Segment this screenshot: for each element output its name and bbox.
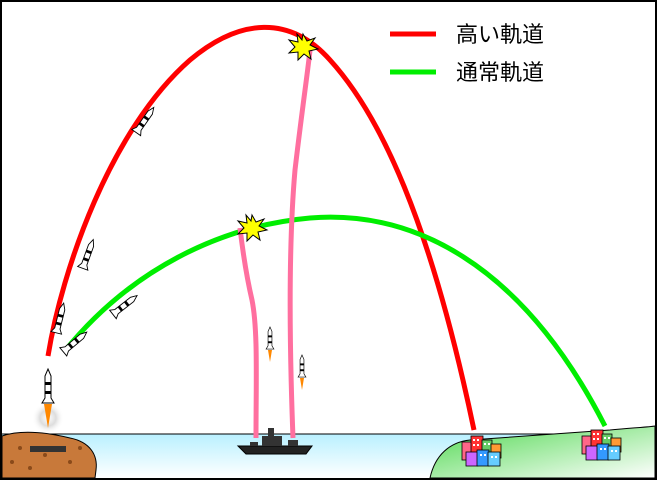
high-trajectory [45,24,477,431]
interceptor-flame [268,350,272,362]
legend-label-normal: 通常軌道 [456,61,544,86]
legend-label-high: 高い軌道 [456,23,544,48]
interceptor-trail-high [287,49,313,439]
launch-land-texture [10,446,82,470]
legend: 高い軌道 通常軌道 [390,23,544,86]
interceptor-flame [300,378,304,390]
launch-land [1,431,97,479]
launch-flame [44,404,52,428]
aegis-ship-icon [236,428,313,455]
launch-pad [30,446,66,452]
interceptor-trail-normal [237,227,259,439]
normal-trajectory [62,214,608,428]
